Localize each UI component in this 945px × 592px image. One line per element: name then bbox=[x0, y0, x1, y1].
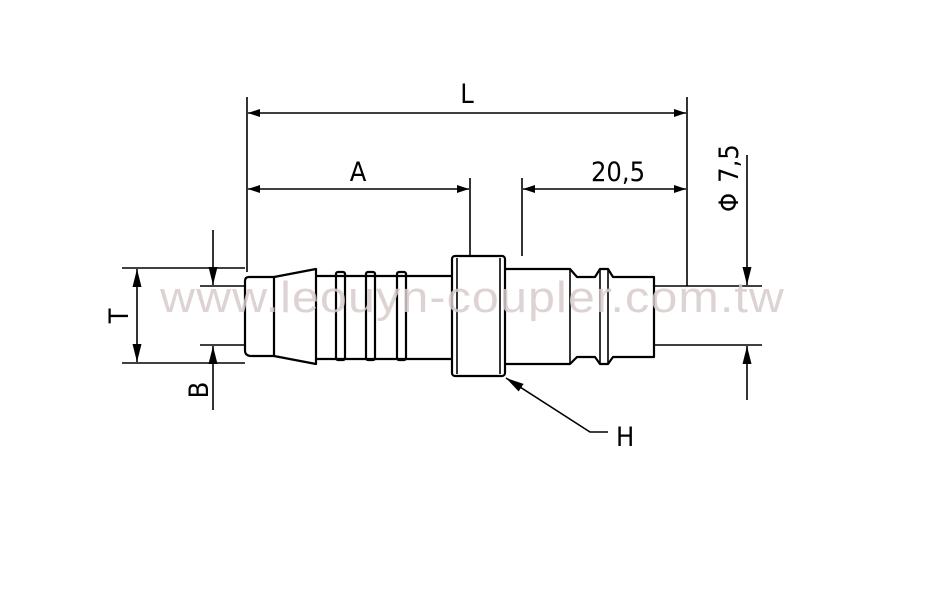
diameter-symbol: Φ bbox=[714, 193, 745, 212]
dimension-nose-length: 20,5 bbox=[523, 157, 686, 193]
rib-1 bbox=[334, 270, 347, 362]
hose-end bbox=[243, 275, 274, 358]
rib-2 bbox=[364, 270, 377, 362]
barb-cone bbox=[272, 267, 318, 366]
label-t: T bbox=[104, 308, 135, 324]
dimension-l: L bbox=[248, 79, 686, 117]
diameter-value: 7,5 bbox=[714, 144, 745, 183]
watermark: www.leouyn-coupler.com.tw bbox=[159, 273, 785, 322]
leader-h: H bbox=[505, 377, 634, 453]
dimension-diameter: Φ 7,5 bbox=[714, 144, 752, 400]
label-a: A bbox=[350, 157, 367, 188]
part-outline bbox=[243, 254, 762, 378]
plug-body bbox=[505, 267, 656, 366]
extension-lines bbox=[122, 97, 688, 364]
dimension-a: A bbox=[248, 157, 469, 193]
label-h: H bbox=[616, 422, 634, 453]
dimension-b: B bbox=[184, 230, 218, 410]
label-20-5: 20,5 bbox=[591, 157, 645, 188]
dimension-t: T bbox=[104, 269, 142, 362]
label-b: B bbox=[184, 382, 215, 399]
rib-3 bbox=[395, 270, 408, 362]
label-diameter: Φ 7,5 bbox=[714, 144, 745, 212]
hex-collar bbox=[450, 254, 507, 378]
label-l: L bbox=[460, 79, 474, 110]
